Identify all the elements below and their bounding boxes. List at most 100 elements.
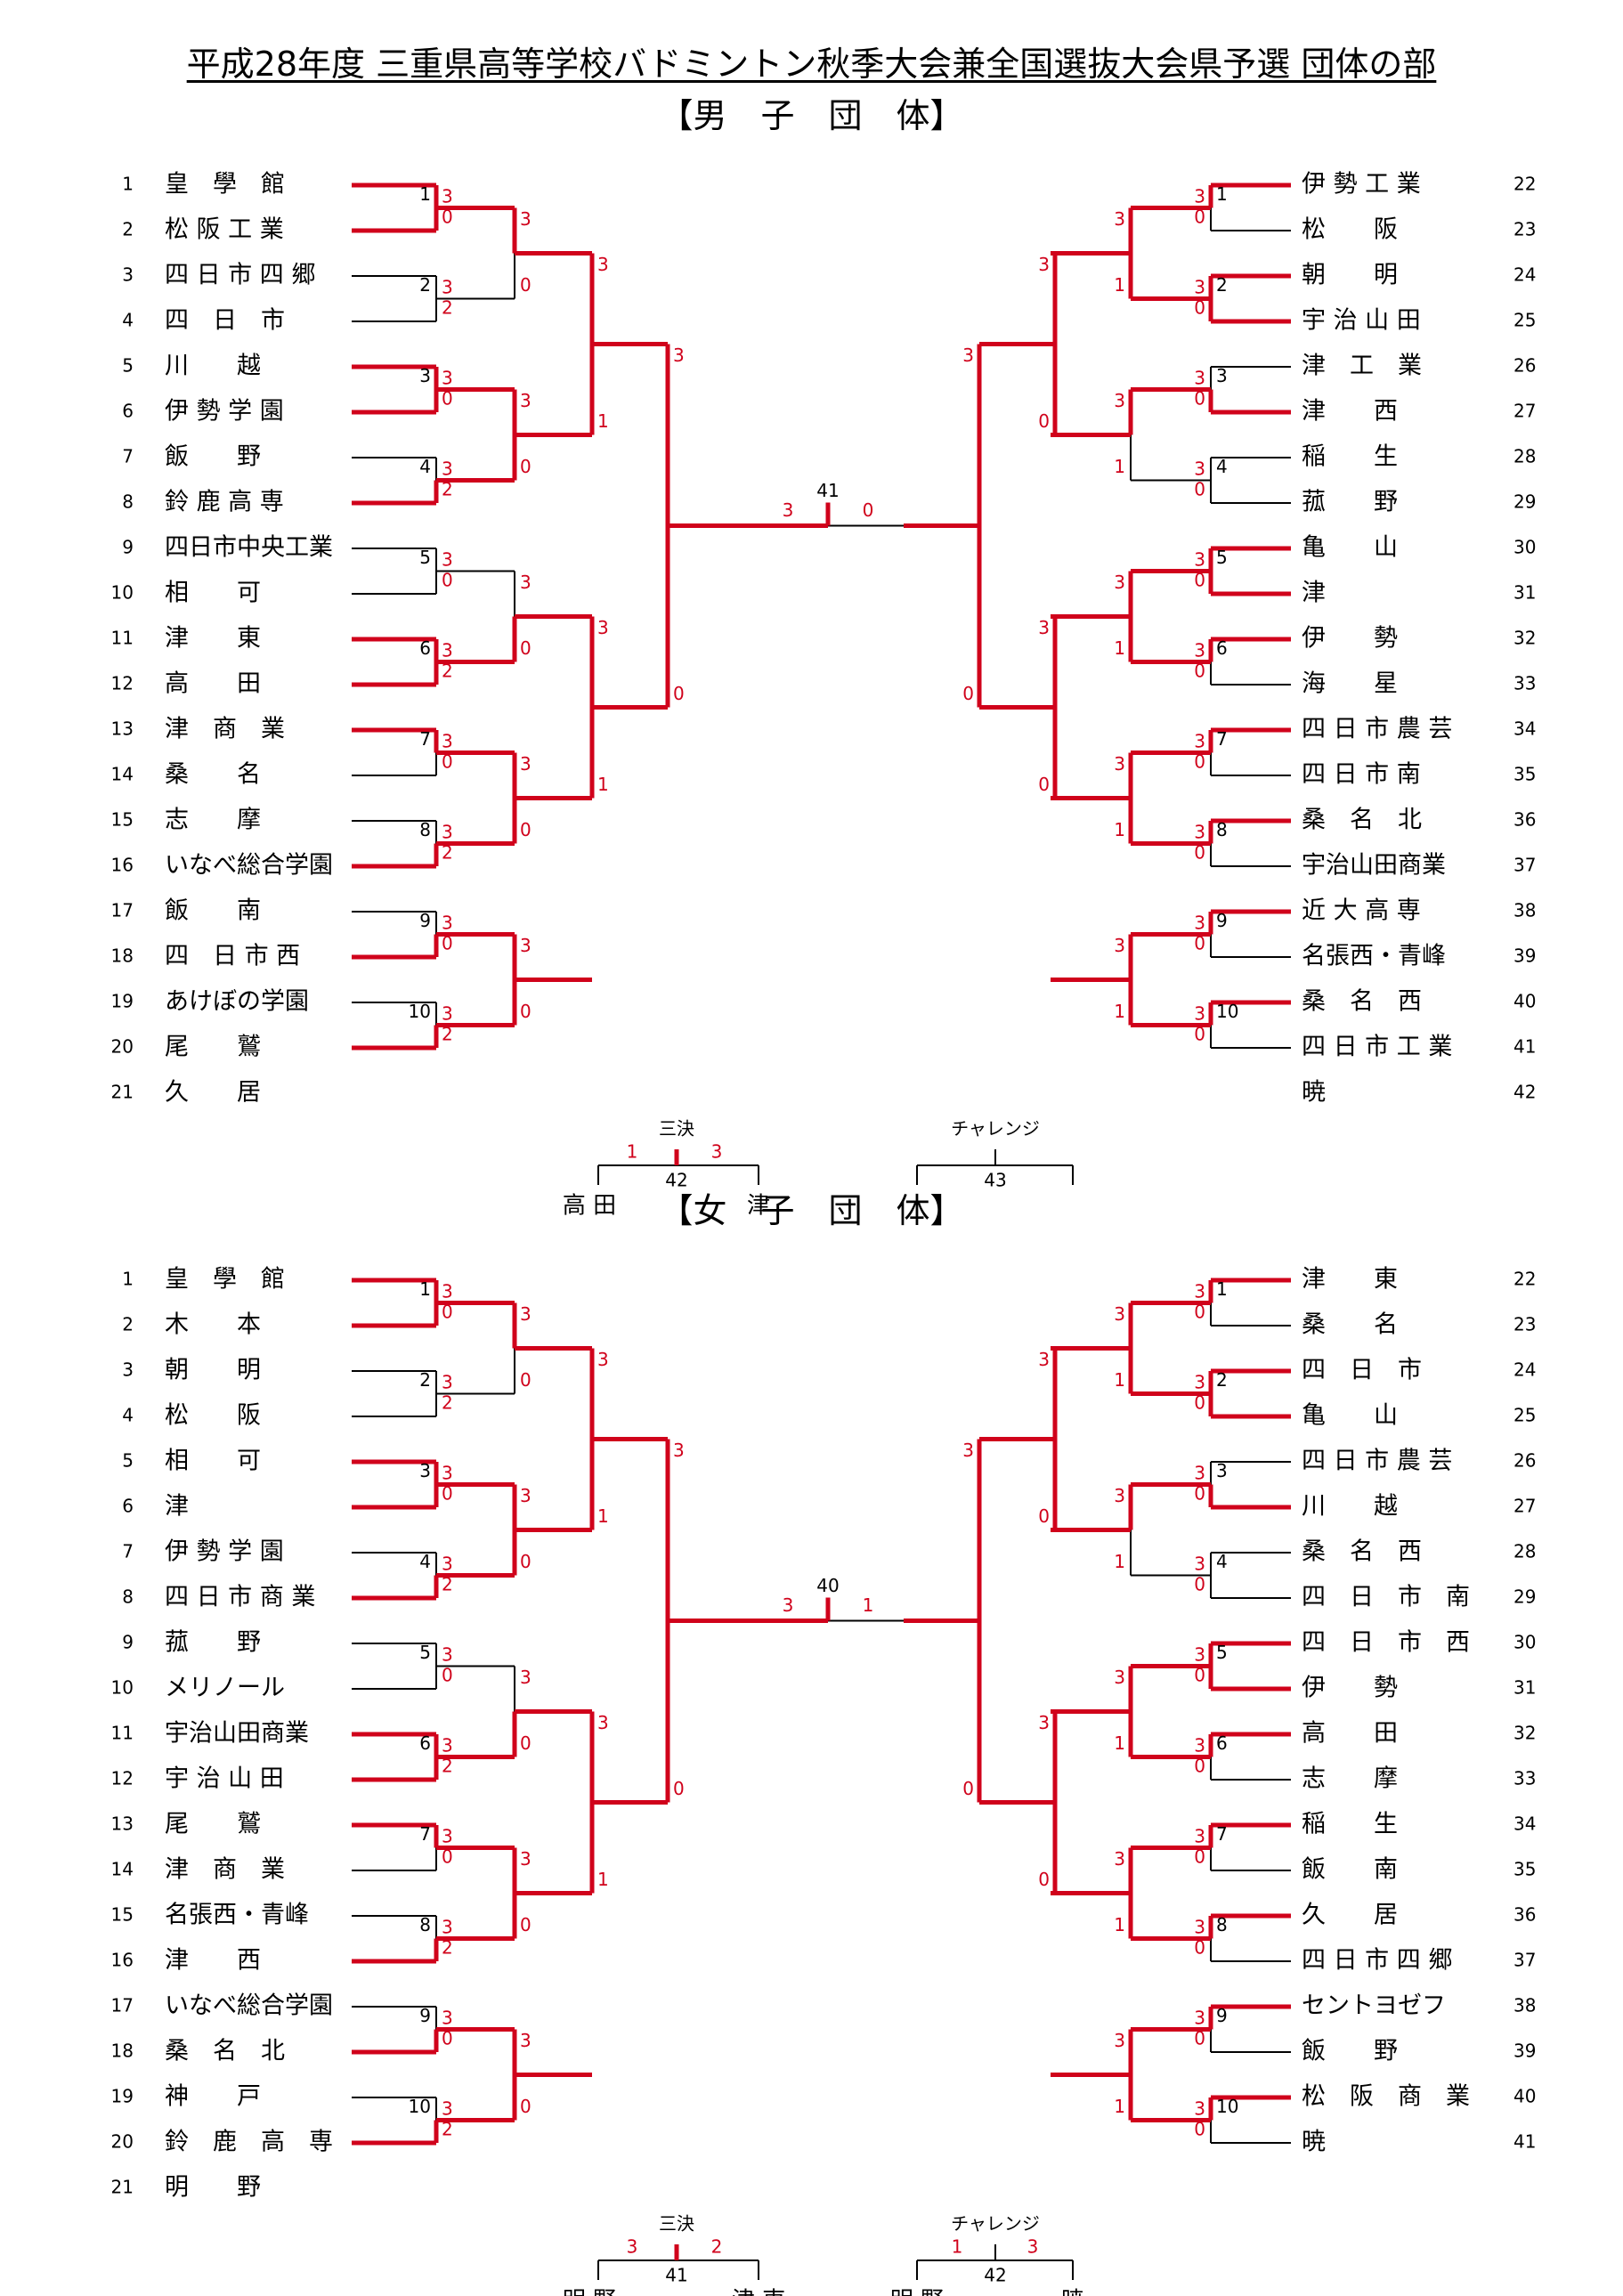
score: 3: [442, 1917, 453, 1938]
match-number: 3: [419, 365, 431, 386]
score: 3: [597, 617, 609, 638]
match-number: 9: [1216, 2005, 1228, 2026]
score: 3: [1194, 1826, 1205, 1847]
team-name: 四日市中央工業: [165, 534, 333, 562]
seed-number: 5: [122, 355, 134, 377]
third-place-score: 2: [711, 2236, 723, 2258]
score: 2: [442, 479, 453, 500]
score: 2: [442, 1937, 453, 1959]
seed-number: 34: [1513, 1813, 1536, 1835]
team-name: 暁: [1302, 1079, 1326, 1107]
score: 2: [442, 1756, 453, 1777]
seed-number: 41: [1513, 2131, 1536, 2153]
team-name: 皇 學 館: [165, 171, 285, 199]
score: 2: [442, 2119, 453, 2140]
score: 0: [1194, 207, 1205, 228]
score: 3: [442, 1372, 453, 1393]
team-name: 飯 南: [165, 897, 261, 925]
score: 0: [1194, 1392, 1205, 1414]
team-name: 菰 野: [1302, 489, 1398, 516]
team-name: 尾 鷲: [165, 1034, 261, 1061]
match-number: 3: [419, 1460, 431, 1481]
score: 3: [1114, 208, 1125, 230]
score: 3: [1194, 1281, 1205, 1302]
third-place-label: 三決: [659, 2213, 694, 2235]
seed-number: 21: [111, 1082, 134, 1103]
score: 3: [520, 208, 532, 230]
score: 0: [442, 933, 453, 954]
team-name: 津 工 業: [1302, 353, 1422, 380]
score: 0: [1194, 1574, 1205, 1595]
team-name: 菰 野: [165, 1629, 261, 1657]
match-number: 7: [419, 1823, 431, 1845]
team-name: 伊 勢: [1302, 1675, 1398, 1702]
final-match-number: 40: [816, 1575, 839, 1596]
seed-number: 23: [1513, 1314, 1536, 1335]
seed-number: 31: [1513, 1677, 1536, 1699]
team-name: 津 商 業: [165, 1856, 285, 1884]
score: 3: [673, 345, 685, 366]
seed-number: 31: [1513, 582, 1536, 604]
score: 0: [442, 388, 453, 410]
seed-number: 4: [122, 1405, 134, 1426]
score: 3: [442, 1463, 453, 1484]
score: 1: [1114, 1369, 1125, 1391]
score: 0: [1194, 1665, 1205, 1686]
page-title: 平成28年度 三重県高等学校バドミントン秋季大会兼全国選抜大会県予選 団体の部: [186, 45, 1437, 84]
team-name: 志 摩: [1302, 1765, 1398, 1793]
seed-number: 25: [1513, 310, 1536, 331]
seed-number: 13: [111, 1813, 134, 1835]
seed-number: 27: [1513, 1496, 1536, 1517]
team-name: 津 東: [165, 625, 261, 653]
score: 3: [442, 731, 453, 752]
score: 3: [442, 549, 453, 571]
final-score: 3: [783, 1594, 794, 1616]
team-name: 飯 南: [1302, 1856, 1398, 1884]
match-number: 1: [419, 1278, 431, 1300]
challenge-score: 1: [952, 2236, 963, 2258]
match-number: 2: [1216, 1369, 1228, 1391]
score: 3: [1114, 1667, 1125, 1688]
score: 0: [1194, 751, 1205, 773]
match-number: 3: [1216, 365, 1228, 386]
seed-number: 37: [1513, 1950, 1536, 1971]
team-name: 津 西: [165, 1947, 261, 1975]
score: 0: [1038, 1505, 1050, 1527]
seed-number: 17: [111, 1995, 134, 2016]
score: 0: [520, 1914, 532, 1935]
seed-number: 33: [1513, 1768, 1536, 1789]
seed-number: 21: [111, 2177, 134, 2198]
seed-number: 11: [111, 1723, 134, 1744]
team-name: 名張西・青峰: [165, 1902, 309, 1929]
score: 3: [442, 2008, 453, 2029]
score: 3: [1194, 913, 1205, 934]
score: 3: [1038, 1712, 1050, 1733]
score: 3: [442, 1281, 453, 1302]
score: 1: [1114, 274, 1125, 296]
third-place-team: 津 東: [732, 2288, 785, 2296]
score: 1: [1114, 637, 1125, 659]
team-name: 津 商 業: [165, 716, 285, 743]
team-name: 川 越: [165, 353, 261, 380]
score: 0: [520, 2096, 532, 2117]
seed-number: 2: [122, 1314, 134, 1335]
score: 3: [597, 1349, 609, 1370]
seed-number: 34: [1513, 718, 1536, 740]
score: 3: [1114, 2030, 1125, 2051]
match-number: 1: [419, 183, 431, 205]
team-name: 四 日 市 商 業: [165, 1584, 315, 1611]
score: 3: [1114, 935, 1125, 956]
seed-number: 23: [1513, 219, 1536, 240]
team-name: 四 日 市: [1302, 1357, 1422, 1384]
team-name: 久 居: [1302, 1902, 1398, 1929]
seed-number: 6: [122, 401, 134, 422]
score: 3: [1194, 549, 1205, 571]
seed-number: 38: [1513, 1995, 1536, 2016]
score: 0: [1194, 479, 1205, 500]
score: 3: [1114, 1485, 1125, 1506]
seed-number: 17: [111, 900, 134, 921]
score: 3: [1038, 617, 1050, 638]
match-number: 1: [1216, 183, 1228, 205]
match-number: 10: [1216, 2096, 1238, 2117]
match-number: 5: [419, 1642, 431, 1663]
